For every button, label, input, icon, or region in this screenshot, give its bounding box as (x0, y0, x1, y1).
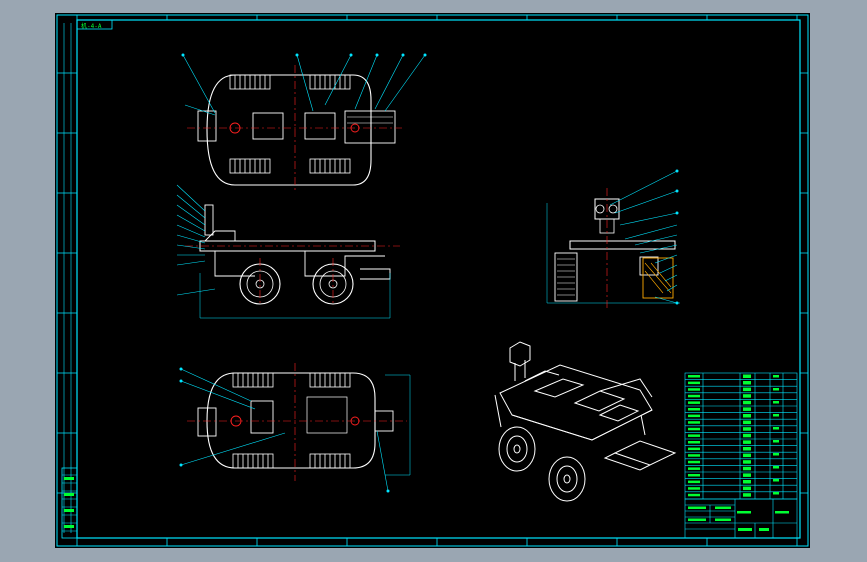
isometric-view (494, 341, 677, 502)
bom-table (684, 372, 798, 500)
side-view (546, 169, 680, 308)
drawing-sheet: 机-4-A (55, 13, 810, 548)
cad-canvas: 机-4-A (56, 14, 809, 547)
title-tag: 机-4-A (81, 22, 102, 30)
outer-frame (56, 14, 809, 547)
title-block-text-marks (688, 506, 789, 531)
top-view (181, 53, 427, 193)
title-block (684, 498, 798, 539)
revision-block (61, 467, 78, 539)
front-view (176, 184, 400, 319)
bom-text-marks (688, 374, 779, 497)
bottom-view (179, 363, 411, 493)
inner-frame (76, 19, 801, 539)
zone-ticks (57, 15, 808, 546)
title-tag-box (76, 19, 113, 30)
